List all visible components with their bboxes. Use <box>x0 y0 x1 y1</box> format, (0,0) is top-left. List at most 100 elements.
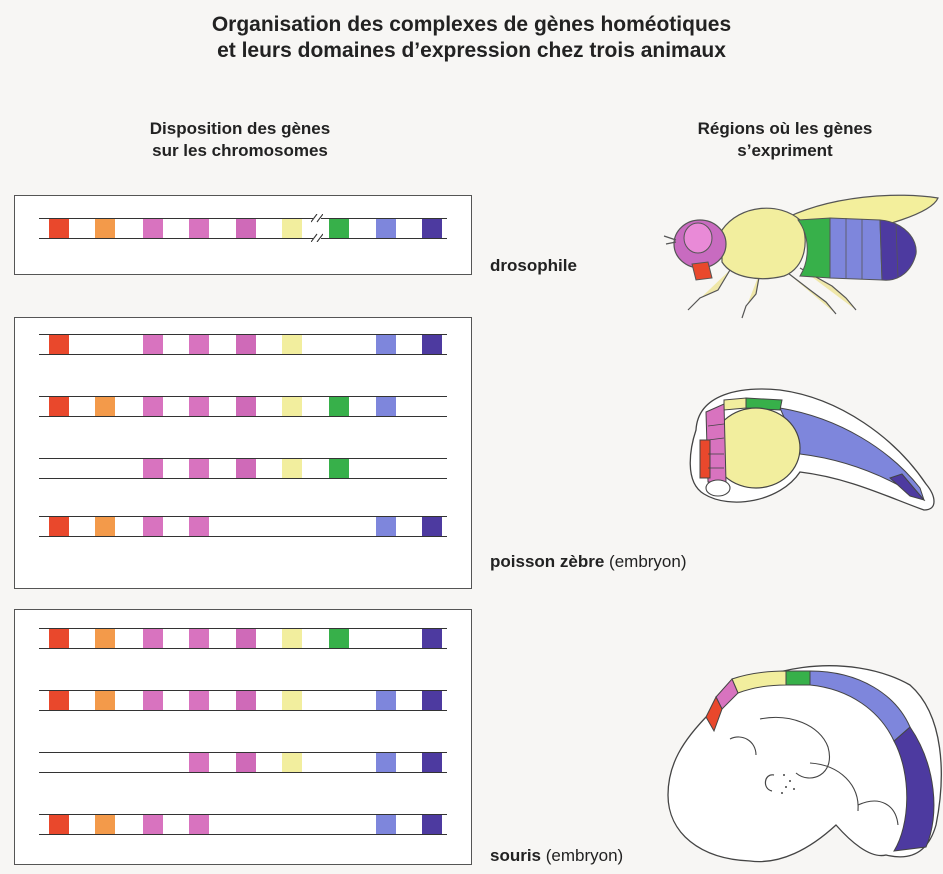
mouse-embryo-illustration <box>660 655 942 870</box>
hox-gene-6 <box>282 459 302 478</box>
hox-gene-2 <box>95 691 115 710</box>
hox-gene-2 <box>95 815 115 834</box>
hox-gene-9 <box>422 753 442 772</box>
hox-gene-5 <box>236 691 256 710</box>
hox-gene-7 <box>329 219 349 238</box>
zebrafish-chromosome-2 <box>39 396 447 417</box>
hox-gene-9 <box>422 815 442 834</box>
hox-gene-2 <box>95 219 115 238</box>
hox-gene-9 <box>422 629 442 648</box>
chromosome-line <box>39 648 447 649</box>
hox-gene-1 <box>49 629 69 648</box>
hox-gene-8 <box>376 397 396 416</box>
hox-gene-9 <box>422 219 442 238</box>
chromosome-line <box>39 772 447 773</box>
hox-gene-7 <box>329 629 349 648</box>
zebrafish-embryo-illustration <box>680 378 942 518</box>
zebrafish-anterior-band <box>700 440 710 478</box>
hox-gene-4 <box>189 335 209 354</box>
hox-gene-9 <box>422 335 442 354</box>
hox-gene-7 <box>329 459 349 478</box>
zebrafish-chromosome-4 <box>39 516 447 537</box>
hox-gene-6 <box>282 219 302 238</box>
drosophila-name: drosophile <box>490 256 577 275</box>
mouse-spine-green <box>786 671 810 685</box>
hox-gene-2 <box>95 517 115 536</box>
mouse-suffix: (embryon) <box>541 846 623 865</box>
hox-gene-4 <box>189 219 209 238</box>
hox-gene-8 <box>376 219 396 238</box>
gene-arrangement-header-line-2: sur les chromosomes <box>90 140 390 162</box>
hox-gene-3 <box>143 459 163 478</box>
chromosome-line <box>39 536 447 537</box>
zebrafish-eye <box>706 480 730 496</box>
mouse-chromosome-2 <box>39 690 447 711</box>
hox-gene-2 <box>95 629 115 648</box>
drosophila-chromosome-1 <box>39 218 447 239</box>
hox-gene-1 <box>49 517 69 536</box>
hox-gene-5 <box>236 459 256 478</box>
hox-gene-4 <box>189 517 209 536</box>
zebrafish-chromosome-1 <box>39 334 447 355</box>
fly-eye <box>684 223 712 253</box>
hox-gene-8 <box>376 517 396 536</box>
hox-gene-8 <box>376 335 396 354</box>
hox-gene-6 <box>282 335 302 354</box>
chromosome-line <box>39 416 447 417</box>
zebrafish-yellow-band <box>724 398 746 410</box>
hox-gene-9 <box>422 691 442 710</box>
chromosome-line <box>39 354 447 355</box>
chromosome-line <box>39 710 447 711</box>
hox-gene-5 <box>236 335 256 354</box>
hox-gene-6 <box>282 629 302 648</box>
zebrafish-name: poisson zèbre <box>490 552 604 571</box>
hox-gene-8 <box>376 815 396 834</box>
expression-regions-header: Régions où les gènes s’expriment <box>640 118 930 162</box>
gene-arrangement-header-line-1: Disposition des gènes <box>90 118 390 140</box>
hox-gene-8 <box>376 691 396 710</box>
mouse-label: souris (embryon) <box>490 845 623 867</box>
hox-gene-3 <box>143 629 163 648</box>
fly-mouthparts <box>692 262 712 280</box>
hox-gene-4 <box>189 459 209 478</box>
drosophila-label: drosophile <box>490 255 577 277</box>
hox-gene-6 <box>282 691 302 710</box>
hox-gene-3 <box>143 517 163 536</box>
mouse-chromosome-4 <box>39 814 447 835</box>
hox-gene-4 <box>189 691 209 710</box>
figure-title: Organisation des complexes de gènes homé… <box>0 12 943 64</box>
hox-gene-1 <box>49 691 69 710</box>
hox-gene-5 <box>236 629 256 648</box>
hox-gene-4 <box>189 397 209 416</box>
zebrafish-gene-box <box>14 317 472 589</box>
hox-gene-6 <box>282 753 302 772</box>
hox-gene-1 <box>49 219 69 238</box>
hox-gene-5 <box>236 397 256 416</box>
hox-gene-6 <box>282 397 302 416</box>
hox-gene-3 <box>143 815 163 834</box>
hox-gene-1 <box>49 397 69 416</box>
mouse-chromosome-1 <box>39 628 447 649</box>
zebrafish-label: poisson zèbre (embryon) <box>490 551 687 573</box>
chromosome-line <box>39 238 447 239</box>
chromosome-break-mark <box>311 214 323 242</box>
title-line-1: Organisation des complexes de gènes homé… <box>0 12 943 38</box>
drosophila-illustration <box>660 190 940 325</box>
zebrafish-chromosome-3 <box>39 458 447 479</box>
hox-gene-4 <box>189 629 209 648</box>
drosophila-gene-box <box>14 195 472 275</box>
mouse-chromosome-3 <box>39 752 447 773</box>
hox-gene-1 <box>49 815 69 834</box>
hox-gene-3 <box>143 691 163 710</box>
fly-abdomen-blue <box>830 218 882 280</box>
hox-gene-3 <box>143 335 163 354</box>
hox-gene-2 <box>95 397 115 416</box>
hox-gene-3 <box>143 397 163 416</box>
hox-gene-7 <box>329 397 349 416</box>
hox-gene-8 <box>376 753 396 772</box>
mouse-outline <box>668 666 941 862</box>
hox-gene-3 <box>143 219 163 238</box>
hox-gene-4 <box>189 815 209 834</box>
fly-thorax <box>722 208 805 278</box>
title-line-2: et leurs domaines d’expression chez troi… <box>0 38 943 64</box>
